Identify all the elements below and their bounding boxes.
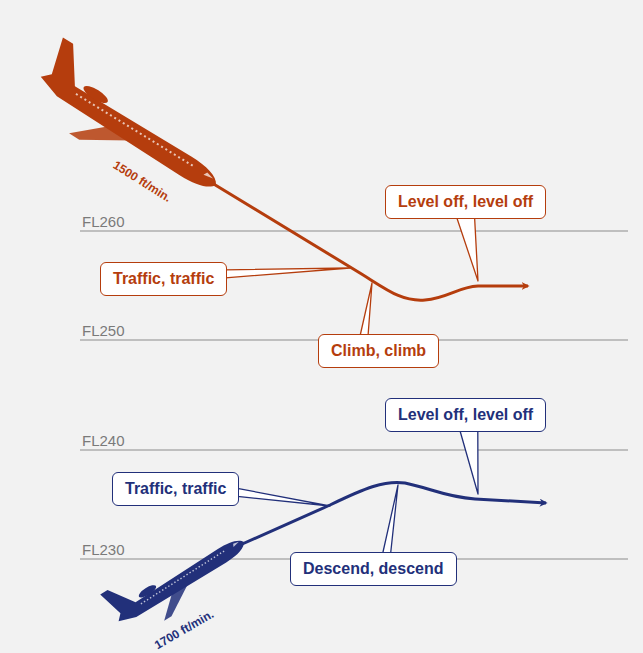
callout-box: Level off, level off	[385, 398, 546, 432]
callout-pointer	[383, 485, 398, 554]
flight-level-line	[80, 449, 628, 450]
callout-box: Climb, climb	[318, 334, 439, 368]
callout-text: Level off, level off	[398, 193, 533, 210]
callout-text: Descend, descend	[303, 560, 444, 577]
callout-text: Traffic, traffic	[113, 270, 214, 287]
callout-pointer	[225, 268, 350, 278]
callout-text: Level off, level off	[398, 406, 533, 423]
callout-text: Traffic, traffic	[125, 480, 226, 497]
callout-pointer	[237, 488, 330, 506]
callout-pointer	[457, 217, 478, 281]
aircraft-climbing	[100, 515, 257, 642]
aircraft-descending	[22, 37, 240, 213]
vertical-speed-label: 1700 ft/min.	[152, 607, 216, 652]
flight-level-label: FL240	[82, 432, 125, 449]
flight-level-line	[80, 230, 628, 231]
callout-box: Descend, descend	[290, 552, 457, 586]
flight-level-label: FL260	[82, 213, 125, 230]
callout-box: Level off, level off	[385, 185, 546, 219]
flight-level-label: FL250	[82, 322, 125, 339]
callout-box: Traffic, traffic	[100, 262, 227, 296]
callout-box: Traffic, traffic	[112, 472, 239, 506]
callout-pointer	[460, 430, 478, 494]
callout-text: Climb, climb	[331, 342, 426, 359]
callout-pointer	[360, 283, 372, 336]
flight-level-label: FL230	[82, 541, 125, 558]
